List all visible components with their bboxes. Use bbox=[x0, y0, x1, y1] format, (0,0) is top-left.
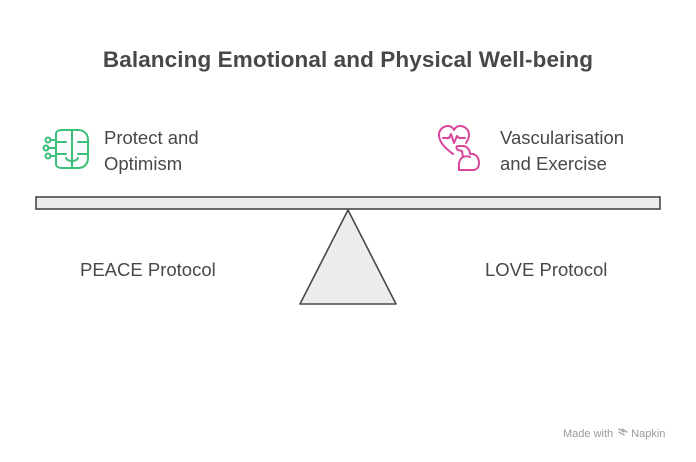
left-label-line-1: Protect and bbox=[104, 127, 199, 148]
seesaw-beam bbox=[35, 196, 661, 210]
left-protocol-label: PEACE Protocol bbox=[80, 259, 216, 280]
heart-muscle-icon bbox=[437, 124, 487, 179]
left-item-label: Protect and Optimism bbox=[104, 125, 199, 177]
left-label-line-2: Optimism bbox=[104, 153, 183, 174]
seesaw-fulcrum bbox=[299, 209, 397, 305]
right-item-label: Vascularisation and Exercise bbox=[500, 125, 624, 177]
right-protocol-label: LOVE Protocol bbox=[485, 259, 608, 280]
right-label-line-2: and Exercise bbox=[500, 153, 607, 174]
footer-watermark: Made with Napkin bbox=[563, 427, 665, 440]
footer-brand: Napkin bbox=[631, 427, 666, 440]
napkin-logo-icon bbox=[618, 427, 628, 440]
right-label-line-1: Vascularisation bbox=[500, 127, 625, 148]
page-title: Balancing Emotional and Physical Well-be… bbox=[102, 47, 594, 72]
brain-circuit-icon bbox=[40, 128, 90, 177]
footer-made-with: Made with bbox=[563, 427, 614, 440]
